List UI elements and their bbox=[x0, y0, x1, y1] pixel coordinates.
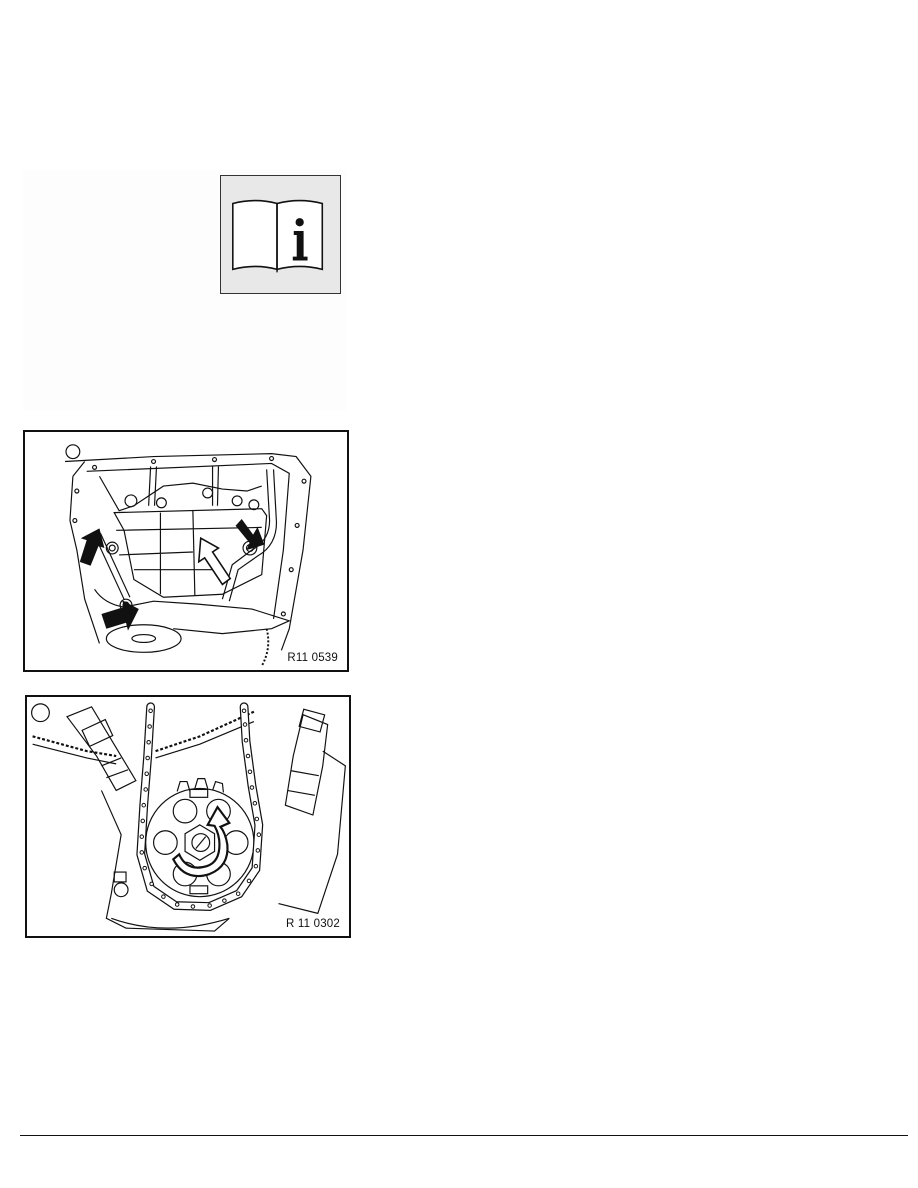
figure-oil-pan: R11 0539 bbox=[23, 430, 349, 672]
manual-info-book-icon bbox=[232, 199, 324, 273]
engine-oil-pan-illustration bbox=[65, 444, 312, 667]
footer-rule bbox=[20, 1135, 908, 1136]
arrow-left-top bbox=[79, 528, 105, 566]
figure-timing-chain: R 11 0302 bbox=[25, 695, 351, 938]
rotation-arrow bbox=[171, 805, 231, 878]
timing-chain-illustration bbox=[31, 702, 346, 932]
manual-info-box bbox=[220, 175, 341, 294]
arrow-left-bottom bbox=[101, 600, 139, 631]
figure-label: R11 0539 bbox=[286, 652, 339, 664]
arrow-right bbox=[235, 519, 265, 551]
figure-label: R 11 0302 bbox=[284, 918, 341, 930]
